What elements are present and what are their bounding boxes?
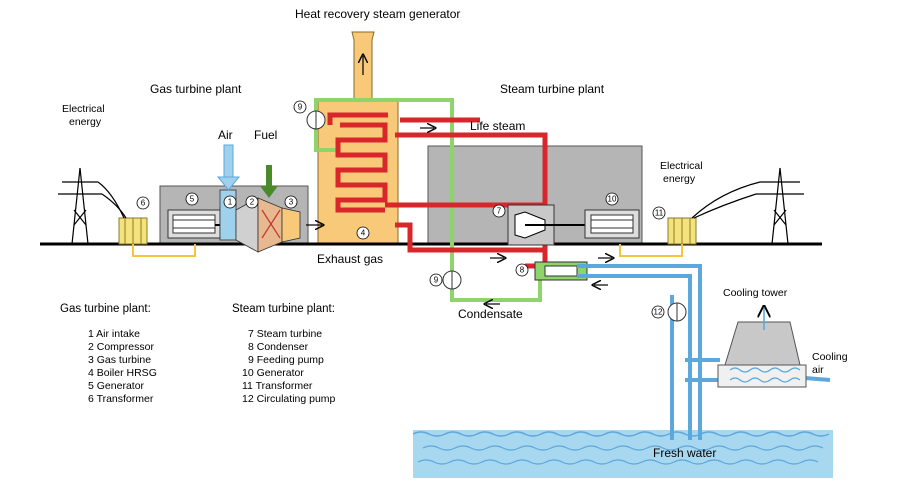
marker-9b: 9 <box>429 273 443 287</box>
fresh-water-label: Fresh water <box>653 446 716 460</box>
marker-9a: 9 <box>293 100 307 114</box>
legend-steam-turbine: Steam turbine plant: 7 Steam turbine 8 C… <box>232 303 336 405</box>
marker-8: 8 <box>515 263 529 277</box>
pylon-right <box>691 167 804 245</box>
transformer-11 <box>667 217 697 245</box>
marker-1: 1 <box>223 195 237 209</box>
svg-text:5: 5 <box>190 195 195 204</box>
legend-gas-item: 5 Generator <box>88 380 145 392</box>
feeding-pump-top <box>306 110 326 130</box>
circulating-pump <box>667 302 687 322</box>
legend-steam-item: 9 Feeding pump <box>248 354 324 366</box>
cooling-air-label-line2: air <box>812 364 824 376</box>
electrical-energy-left-line1: Electrical <box>62 103 105 115</box>
condensate-label: Condensate <box>458 307 523 321</box>
cooling-tower-label: Cooling tower <box>723 287 788 299</box>
legend-steam-title: Steam turbine plant: <box>232 303 335 315</box>
legend-gas-item: 4 Boiler HRSG <box>88 367 157 379</box>
svg-text:10: 10 <box>608 195 617 204</box>
svg-text:1: 1 <box>228 198 233 207</box>
exhaust-gas-label: Exhaust gas <box>317 252 383 266</box>
marker-2: 2 <box>245 195 259 209</box>
fuel-arrow <box>260 165 278 198</box>
underground-cables <box>132 244 683 257</box>
svg-text:12: 12 <box>654 308 663 317</box>
marker-5: 5 <box>185 192 199 206</box>
generator-10 <box>584 209 640 239</box>
life-steam-label: Life steam <box>470 119 525 133</box>
legend-gas-item: 3 Gas turbine <box>88 354 151 366</box>
legend-gas-turbine: Gas turbine plant: 1 Air intake 2 Compre… <box>60 303 157 405</box>
gas-turbine-assembly <box>219 189 301 253</box>
marker-10: 10 <box>605 192 619 206</box>
flow-arrows <box>420 128 612 304</box>
hrsg-label: Heat recovery steam generator <box>295 7 460 21</box>
svg-text:3: 3 <box>289 198 294 207</box>
marker-3: 3 <box>284 195 298 209</box>
electrical-energy-right-line2: energy <box>663 173 696 185</box>
air-intake-arrow <box>216 144 241 191</box>
svg-text:7: 7 <box>497 207 502 216</box>
legend-steam-item: 10 Generator <box>242 367 304 379</box>
steam-plant-label: Steam turbine plant <box>500 82 605 96</box>
legend-gas-title: Gas turbine plant: <box>60 303 151 315</box>
marker-11: 11 <box>652 206 666 220</box>
svg-text:9: 9 <box>298 103 303 112</box>
legend-steam-item: 11 Transformer <box>242 380 313 392</box>
fuel-label: Fuel <box>254 128 277 142</box>
marker-6: 6 <box>136 196 150 210</box>
legend-gas-item: 1 Air intake <box>88 328 140 340</box>
fresh-water-body <box>412 430 833 478</box>
transformer-6 <box>118 217 148 245</box>
svg-text:2: 2 <box>250 198 255 207</box>
svg-text:8: 8 <box>520 266 525 275</box>
electrical-energy-right-line1: Electrical <box>660 160 703 172</box>
svg-text:11: 11 <box>655 209 664 218</box>
steam-turbine <box>507 204 590 246</box>
marker-7: 7 <box>492 204 506 218</box>
cooling-air-label-line1: Cooling <box>812 351 848 363</box>
marker-12: 12 <box>651 305 665 319</box>
generator-5 <box>167 209 221 239</box>
marker-4: 4 <box>356 226 370 240</box>
pylon-left <box>58 167 127 245</box>
legend-steam-item: 12 Circulating pump <box>242 393 336 405</box>
gas-plant-label: Gas turbine plant <box>150 82 242 96</box>
feeding-pump-bottom <box>442 270 462 290</box>
svg-text:4: 4 <box>361 229 366 238</box>
legend-steam-item: 8 Condenser <box>248 341 309 353</box>
legend-gas-item: 2 Compressor <box>88 341 154 353</box>
legend-steam-item: 7 Steam turbine <box>248 328 322 340</box>
svg-text:6: 6 <box>141 199 146 208</box>
legend-gas-item: 6 Transformer <box>88 393 154 405</box>
condenser <box>534 261 588 281</box>
svg-text:9: 9 <box>434 276 439 285</box>
cooling-tower <box>717 308 807 388</box>
air-label: Air <box>218 128 233 142</box>
electrical-energy-left-line2: energy <box>69 116 102 128</box>
